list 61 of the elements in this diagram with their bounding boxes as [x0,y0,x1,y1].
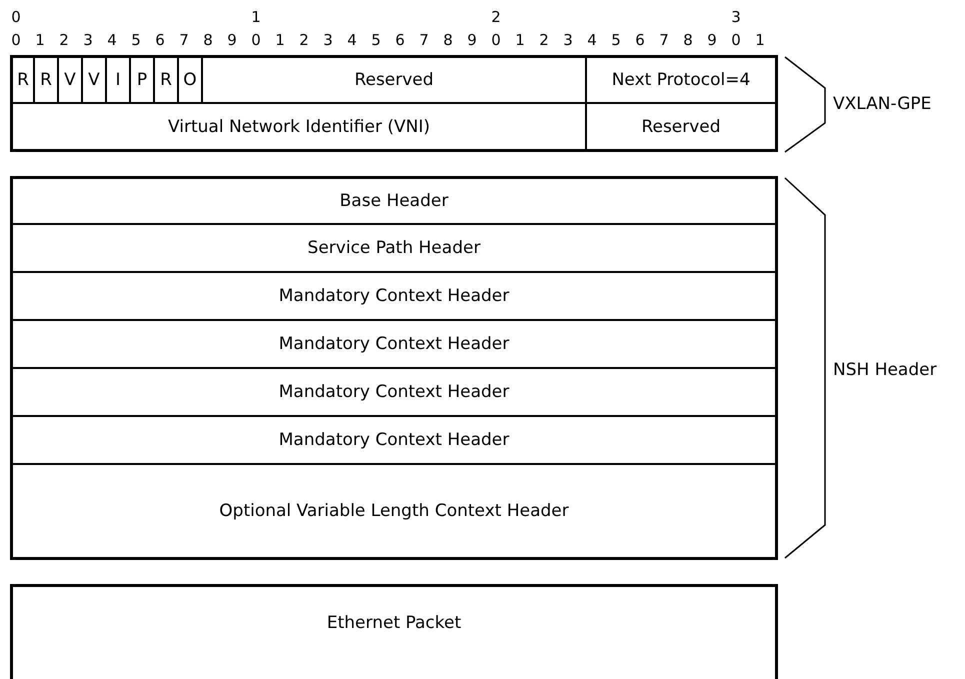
box-label: Ethernet Packet [326,613,462,633]
bit-number: 6 [394,31,406,49]
bit-number: 7 [418,31,430,49]
header-field: Mandatory Context Header [13,367,775,415]
bit-number: 9 [706,31,718,49]
bit-number: 0 [10,31,22,49]
bit-number: 3 [562,31,574,49]
header-field: Optional Variable Length Context Header [13,463,775,557]
bit-number: 7 [658,31,670,49]
bit-number: 9 [226,31,238,49]
bit-number: 1 [754,31,766,49]
bit-number: 2 [58,31,70,49]
group-label: VXLAN-GPE [833,94,932,114]
header-field: Reserved [201,58,585,102]
bit-number: 3 [322,31,334,49]
header-field: Virtual Network Identifier (VNI) [13,102,585,149]
bit-number: 2 [490,8,502,26]
header-field: Mandatory Context Header [13,319,775,367]
bit-number: 1 [250,8,262,26]
header-field: I [105,58,129,102]
header-field: O [177,58,201,102]
header-field: R [13,58,33,102]
header-field: Next Protocol=4 [585,58,775,102]
header-field: Base Header [13,179,775,223]
bit-number: 3 [730,8,742,26]
bit-number: 4 [346,31,358,49]
bit-number: 0 [490,31,502,49]
bit-number: 4 [106,31,118,49]
group-label: NSH Header [833,360,937,380]
header-field: V [81,58,105,102]
header-field: Mandatory Context Header [13,271,775,319]
bit-number: 8 [682,31,694,49]
bit-number: 7 [178,31,190,49]
bit-number: 2 [538,31,550,49]
header-field: P [129,58,153,102]
header-box [10,55,778,152]
bit-number: 1 [274,31,286,49]
bit-number: 1 [514,31,526,49]
header-field: Mandatory Context Header [13,415,775,463]
bit-number: 9 [466,31,478,49]
header-field: V [57,58,81,102]
bit-number: 6 [634,31,646,49]
header-field: Reserved [585,102,775,149]
bit-number: 8 [202,31,214,49]
header-box [10,176,778,560]
header-field: R [33,58,57,102]
bit-number: 6 [154,31,166,49]
bit-number: 1 [34,31,46,49]
bit-number: 2 [298,31,310,49]
bit-number: 0 [250,31,262,49]
bit-number: 5 [610,31,622,49]
bit-number: 3 [82,31,94,49]
header-field: Service Path Header [13,223,775,271]
bit-number: 8 [442,31,454,49]
packet-box [10,584,778,679]
bit-number: 0 [10,8,22,26]
header-field: R [153,58,177,102]
bit-number: 4 [586,31,598,49]
bit-number: 5 [370,31,382,49]
bit-number: 5 [130,31,142,49]
bit-number: 0 [730,31,742,49]
